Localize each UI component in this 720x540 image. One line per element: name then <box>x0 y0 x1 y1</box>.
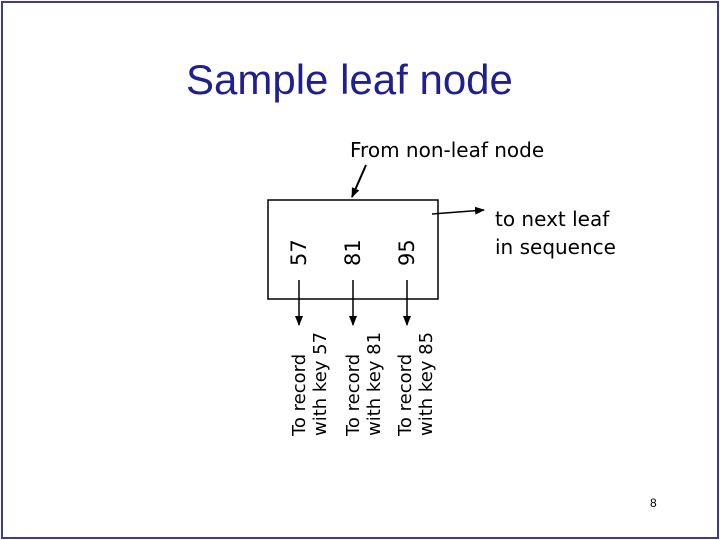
slide-title: Sample leaf node <box>186 56 513 103</box>
record-label-57: To record with key 57 <box>289 332 331 437</box>
record-label-81-line2: with key 81 <box>364 332 385 436</box>
record-label-85-line1: To record <box>395 354 416 437</box>
key-label-95: 95 <box>395 239 419 266</box>
record-label-85: To record with key 85 <box>395 332 437 437</box>
record-label-57-line1: To record <box>289 354 310 437</box>
key-label-81: 81 <box>341 239 365 266</box>
incoming-pointer-label: From non-leaf node <box>350 138 545 162</box>
key-label-57: 57 <box>287 239 311 266</box>
record-label-85-line2: with key 85 <box>416 332 437 436</box>
record-label-81-line1: To record <box>343 354 364 437</box>
record-label-57-line2: with key 57 <box>310 332 331 436</box>
next-leaf-label-line2: in sequence <box>495 235 616 259</box>
next-leaf-pointer-arrow <box>431 206 485 215</box>
page-number: 8 <box>650 496 657 510</box>
incoming-pointer-arrow <box>351 164 367 198</box>
record-label-81: To record with key 81 <box>343 332 385 437</box>
next-leaf-label: to next leaf in sequence <box>495 205 616 261</box>
next-leaf-label-line1: to next leaf <box>495 207 610 231</box>
